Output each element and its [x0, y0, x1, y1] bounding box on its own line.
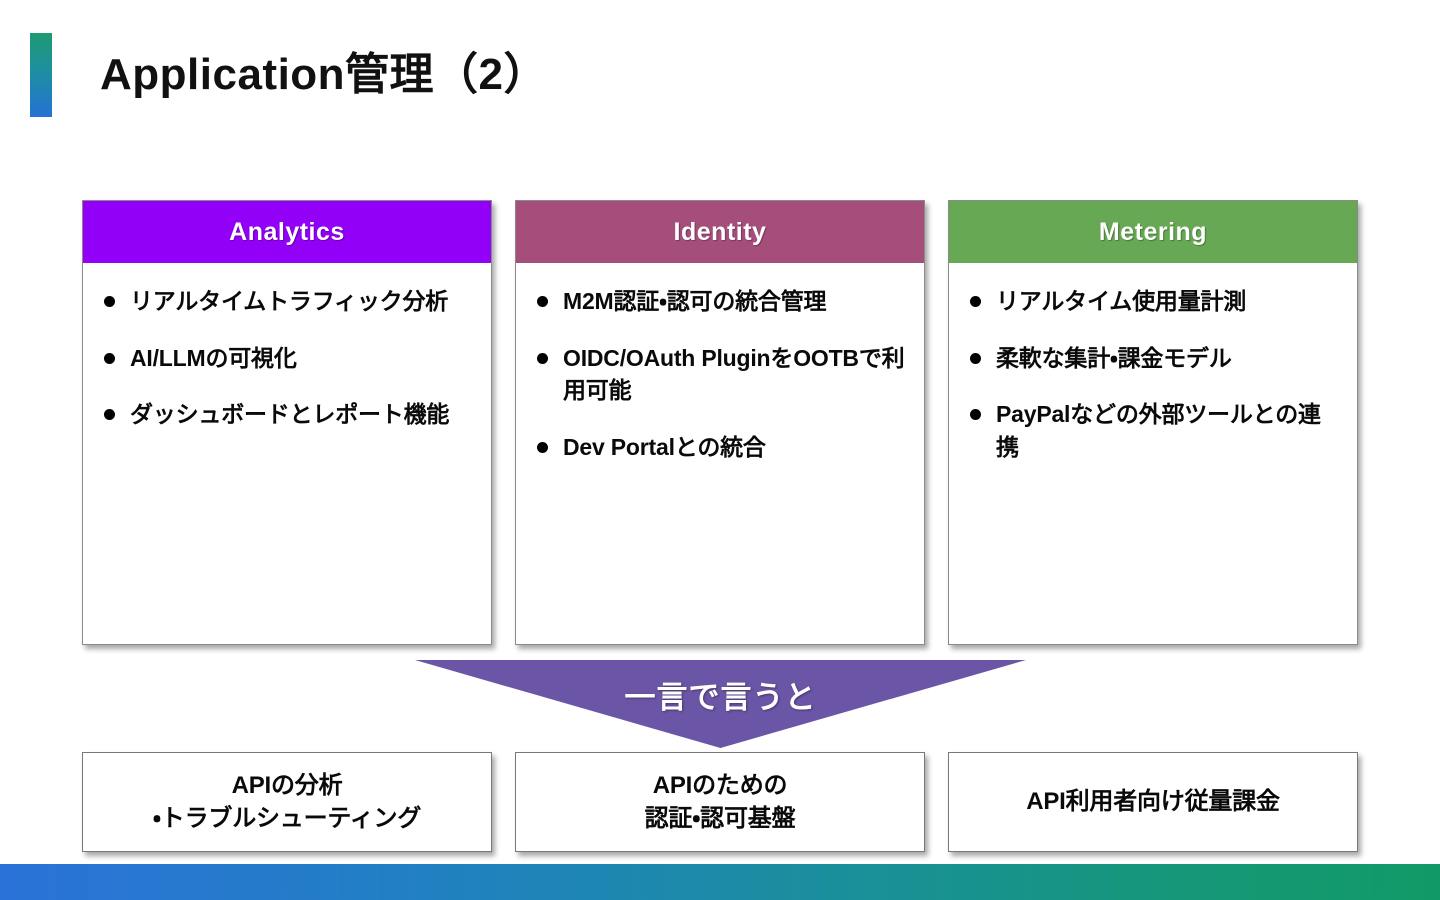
card-body-analytics: リアルタイムトラフィック分析 AI/LLMの可視化 ダッシュボードとレポート機能 [83, 263, 491, 644]
bullet-dot-icon [104, 296, 115, 307]
list-item: PayPalなどの外部ツールとの連携 [963, 398, 1343, 463]
card-header-metering: Metering [949, 201, 1357, 263]
summary-boxes-row: APIの分析 ・トラブルシューティング APIのための 認証・認可基盤 API利… [82, 752, 1359, 852]
bullet-text: Dev Portalとの統合 [563, 433, 766, 460]
list-item: AI/LLMの可視化 [97, 342, 477, 375]
bullet-text: リアルタイムトラフィック分析 [130, 288, 449, 314]
card-header-analytics: Analytics [83, 201, 491, 263]
bullet-dot-icon [970, 352, 981, 364]
list-item: リアルタイム使用量計測 [963, 285, 1343, 318]
bullet-dot-icon [970, 296, 981, 307]
title-accent-bar [30, 33, 52, 117]
summary-box-identity[interactable]: APIのための 認証・認可基盤 [515, 752, 925, 852]
down-arrow-label: 一言で言うと [624, 680, 817, 715]
bullet-text: ダッシュボードとレポート機能 [130, 401, 450, 428]
bullet-list-metering: リアルタイム使用量計測 柔軟な集計・課金モデル PayPalなどの外部ツールとの… [963, 285, 1343, 464]
card-header-identity: Identity [516, 201, 924, 263]
bullet-dot-icon [537, 441, 548, 453]
list-item: 柔軟な集計・課金モデル [963, 342, 1343, 375]
summary-box-analytics[interactable]: APIの分析 ・トラブルシューティング [82, 752, 492, 852]
bullet-list-analytics: リアルタイムトラフィック分析 AI/LLMの可視化 ダッシュボードとレポート機能 [97, 285, 477, 431]
summary-text: APIの分析 ・トラブルシューティング [152, 771, 422, 832]
list-item: Dev Portalとの統合 [530, 431, 910, 464]
card-metering[interactable]: Metering リアルタイム使用量計測 柔軟な集計・課金モデル PayPalな… [948, 200, 1358, 645]
summary-text: APIのための 認証・認可基盤 [644, 771, 796, 832]
bullet-text: PayPalなどの外部ツールとの連携 [996, 401, 1321, 460]
list-item: M2M認証・認可の統合管理 [530, 285, 910, 318]
bullet-text: M2M認証・認可の統合管理 [563, 288, 827, 314]
list-item: OIDC/OAuth PluginをOOTBで利用可能 [530, 342, 910, 407]
summary-box-metering[interactable]: API利用者向け従量課金 [948, 752, 1358, 852]
footer-gradient-bar [0, 864, 1440, 900]
bullet-text: 柔軟な集計・課金モデル [996, 344, 1232, 371]
bullet-text: リアルタイム使用量計測 [996, 288, 1247, 314]
bullet-dot-icon [104, 352, 115, 364]
page-title: Application管理（2） [100, 50, 549, 99]
card-body-metering: リアルタイム使用量計測 柔軟な集計・課金モデル PayPalなどの外部ツールとの… [949, 263, 1357, 644]
bullet-dot-icon [537, 352, 548, 364]
card-body-identity: M2M認証・認可の統合管理 OIDC/OAuth PluginをOOTBで利用可… [516, 263, 924, 644]
bullet-text: OIDC/OAuth PluginをOOTBで利用可能 [563, 344, 905, 404]
card-analytics[interactable]: Analytics リアルタイムトラフィック分析 AI/LLMの可視化 ダッシュ… [82, 200, 492, 645]
bullet-list-identity: M2M認証・認可の統合管理 OIDC/OAuth PluginをOOTBで利用可… [530, 285, 910, 464]
down-arrow-banner: 一言で言うと [415, 660, 1026, 748]
bullet-dot-icon [104, 409, 115, 421]
summary-text: API利用者向け従量課金 [1026, 788, 1280, 816]
list-item: ダッシュボードとレポート機能 [97, 398, 477, 431]
card-identity[interactable]: Identity M2M認証・認可の統合管理 OIDC/OAuth Plugin… [515, 200, 925, 645]
bullet-text: AI/LLMの可視化 [130, 344, 297, 371]
list-item: リアルタイムトラフィック分析 [97, 285, 477, 318]
slide-title-row: Application管理（2） [0, 30, 548, 120]
bullet-dot-icon [970, 409, 981, 421]
feature-cards-row: Analytics リアルタイムトラフィック分析 AI/LLMの可視化 ダッシュ… [82, 200, 1359, 645]
bullet-dot-icon [537, 296, 548, 307]
